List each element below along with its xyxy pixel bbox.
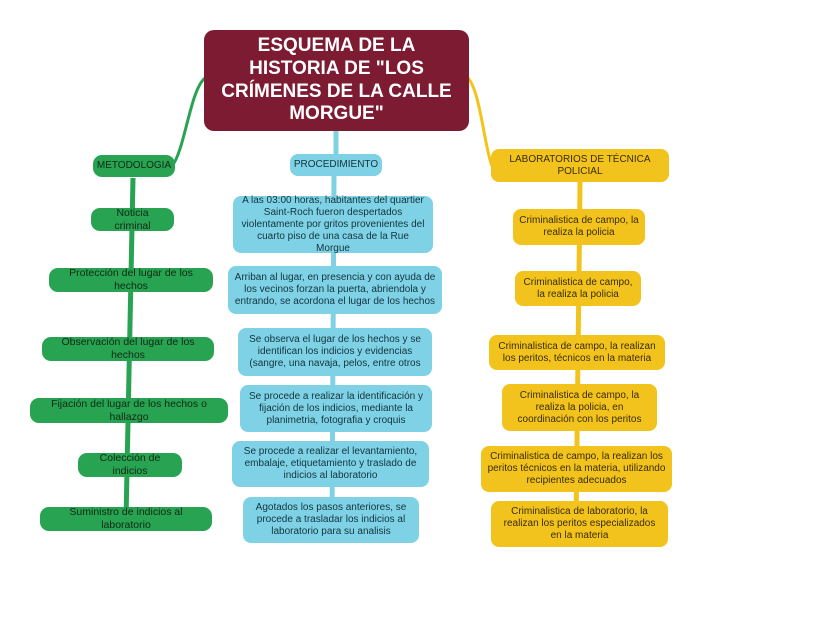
metodologia-item[interactable]: Colección de indicios [78, 452, 182, 477]
branch-metodologia[interactable]: METODOLOGIA [93, 155, 175, 177]
metodologia-item[interactable]: Noticia criminal [91, 207, 174, 232]
metodologia-item[interactable]: Protección del lugar de los hechos [49, 267, 213, 292]
procedimiento-item[interactable]: Arriban al lugar, en presencia y con ayu… [228, 266, 442, 314]
root-title[interactable]: ESQUEMA DE LA HISTORIA DE "LOS CRÍMENES … [204, 30, 469, 131]
procedimiento-item[interactable]: Agotados los pasos anteriores, se proced… [243, 497, 419, 543]
metodologia-item[interactable]: Observación del lugar de los hechos [42, 336, 214, 361]
laboratorios-item[interactable]: Criminalistica de campo, la realiza la p… [502, 384, 657, 431]
branch-laboratorios[interactable]: LABORATORIOS DE TÉCNICA POLICIAL [491, 149, 669, 182]
laboratorios-item[interactable]: Criminalistica de campo, la realizan los… [489, 335, 665, 370]
procedimiento-item[interactable]: Se procede a realizar la identificación … [240, 385, 432, 432]
laboratorios-item[interactable]: Criminalistica de laboratorio, la realiz… [491, 501, 668, 547]
branch-procedimiento[interactable]: PROCEDIMIENTO [290, 154, 382, 176]
procedimiento-item[interactable]: A las 03:00 horas, habitantes del quarti… [233, 195, 433, 254]
connector-root-metodologia [170, 76, 207, 167]
laboratorios-item[interactable]: Criminalistica de campo, la realiza la p… [513, 209, 645, 245]
laboratorios-item[interactable]: Criminalistica de campo, la realizan los… [481, 446, 672, 492]
connector-root-laboratorios [466, 76, 494, 167]
procedimiento-item[interactable]: Se observa el lugar de los hechos y se i… [238, 328, 432, 376]
metodologia-item[interactable]: Fijación del lugar de los hechos o halla… [30, 398, 228, 423]
metodologia-item[interactable]: Suministro de indicios al laboratorio [40, 506, 212, 531]
procedimiento-item[interactable]: Se procede a realizar el levantamiento, … [232, 441, 429, 487]
laboratorios-item[interactable]: Criminalistica de campo, la realiza la p… [515, 271, 641, 306]
